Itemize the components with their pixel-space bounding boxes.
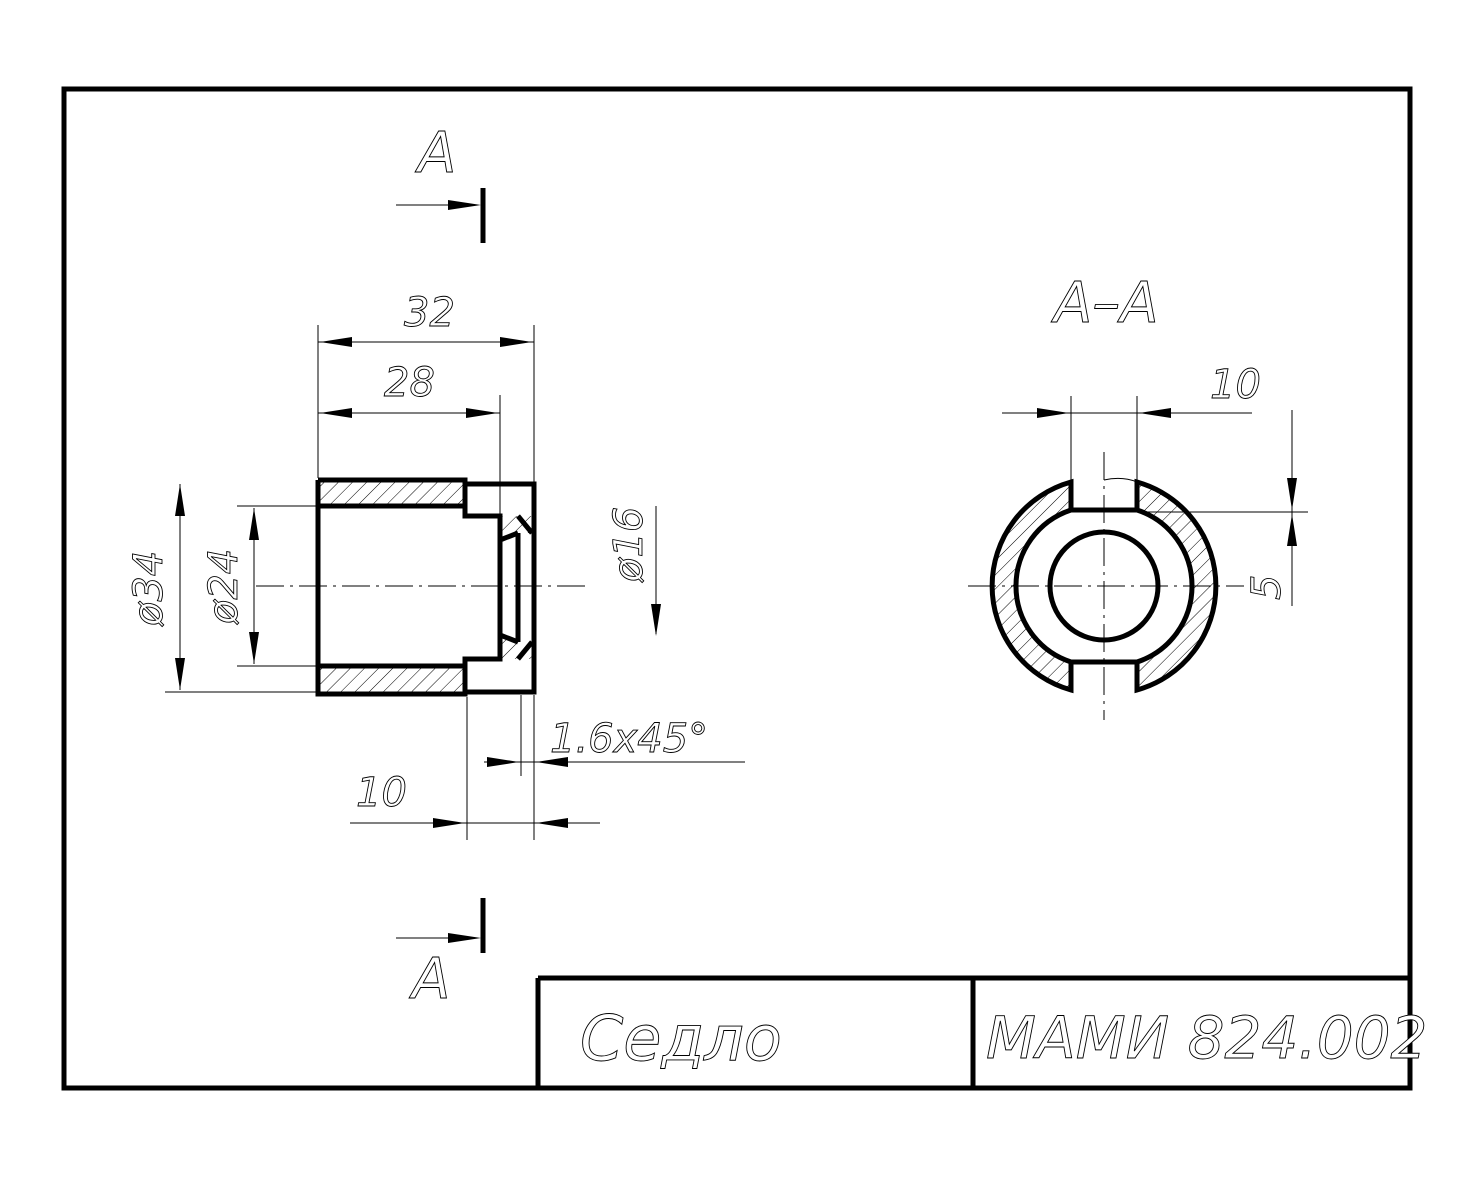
dim-28-label: 28 (384, 360, 435, 406)
dim-slot-5: 5 (1140, 410, 1308, 606)
section-title: A–A (1051, 271, 1159, 336)
dim-slot-5-label: 5 (1244, 575, 1290, 600)
drawing-frame (61, 86, 1413, 1091)
dim-d16: ø16 (606, 506, 661, 636)
ring-left-outline (989, 478, 1074, 694)
dim-chamfer-label: 1.6x45° (550, 716, 708, 762)
dim-slot-10: 10 (1002, 362, 1261, 480)
dim-d24: ø24 (201, 505, 316, 667)
dim-d34: ø34 (126, 484, 316, 693)
section-mark-top: A (396, 121, 486, 243)
dim-28: 28 (318, 360, 501, 514)
hatch-wall-top (318, 480, 465, 506)
dim-10-end-label: 10 (356, 770, 407, 816)
dim-32: 32 (317, 290, 535, 482)
dim-slot-10-label: 10 (1210, 362, 1261, 408)
arc-mark (1103, 477, 1138, 483)
cross-section-aa: A–A (968, 271, 1244, 720)
dim-32-label: 32 (404, 290, 455, 336)
dim-d34-label: ø34 (126, 551, 172, 627)
title-block: Седло МАМИ 824.002 (535, 975, 1428, 1088)
dim-d24-label: ø24 (201, 549, 247, 625)
ring-right-outline (1134, 478, 1219, 694)
part-designation: МАМИ 824.002 (986, 1004, 1427, 1072)
hatch-wall-bottom (318, 666, 465, 692)
section-letter-top: A (415, 121, 456, 186)
section-mark-bottom: A (396, 898, 486, 1012)
dim-d16-label: ø16 (606, 507, 652, 583)
dim-10-end: 10 (350, 697, 600, 840)
hatch-ring-right (1137, 482, 1216, 690)
section-letter-bottom: A (409, 947, 450, 1012)
hatch-ring-left (992, 482, 1071, 690)
dim-chamfer: 1.6x45° (484, 695, 745, 840)
part-name: Седло (580, 1002, 782, 1075)
longitudinal-section (256, 477, 588, 697)
